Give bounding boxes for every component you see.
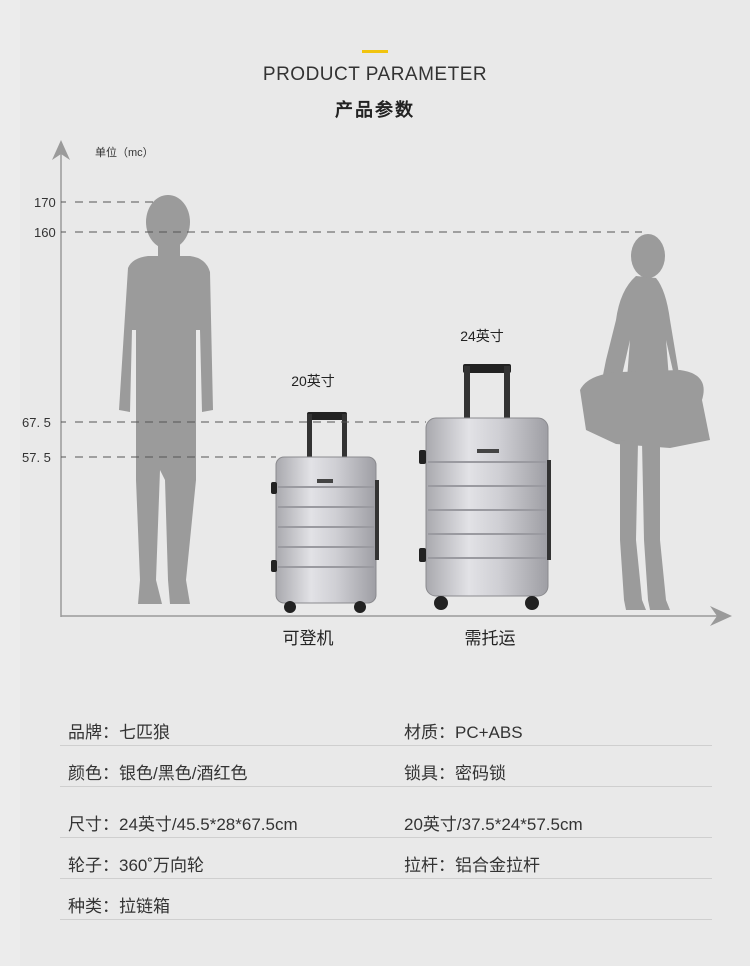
tick-label-160: 160 — [34, 225, 56, 240]
x-axis-arrow-icon — [710, 606, 732, 626]
spec-color: 颜色：银色/黑色/酒红色 — [68, 764, 248, 783]
title-chinese: 产品参数 — [335, 100, 415, 120]
suitcase-size-label: 20英寸 — [291, 373, 335, 389]
tick-label-67-5: 67. 5 — [22, 415, 51, 430]
height-tick-labels: 170 160 67. 5 57. 5 — [22, 195, 56, 465]
suitcase-category-label: 可登机 — [283, 629, 334, 648]
spec-handle: 拉杆：铝合金拉杆 — [404, 856, 540, 875]
spec-row: 颜色：银色/黑色/酒红色 锁具：密码锁 — [60, 746, 712, 787]
y-axis-arrow-icon — [52, 140, 70, 160]
spec-row: 种类：拉链箱 — [60, 879, 712, 920]
spec-material: 材质：PC+ABS — [404, 723, 523, 742]
spec-size-24: 尺寸：24英寸/45.5*28*67.5cm — [68, 815, 298, 834]
spec-lock: 锁具：密码锁 — [404, 764, 506, 783]
tick-label-170: 170 — [34, 195, 56, 210]
spec-row: 品牌：七匹狼 材质：PC+ABS — [60, 705, 712, 746]
title-accent-bar — [362, 50, 388, 53]
x-axis — [61, 606, 732, 626]
tick-label-57-5: 57. 5 — [22, 450, 51, 465]
size-comparison-diagram: 单位（mc） — [22, 140, 732, 648]
spec-row: 尺寸：24英寸/45.5*28*67.5cm 20英寸/37.5*24*57.5… — [60, 797, 712, 838]
spec-row: 轮子：360˚万向轮 拉杆：铝合金拉杆 — [60, 838, 712, 879]
suitcase-category-label: 需托运 — [465, 629, 516, 648]
spec-brand: 品牌：七匹狼 — [68, 723, 170, 742]
y-axis — [52, 140, 70, 617]
female-silhouette — [580, 234, 710, 610]
male-silhouette — [119, 195, 213, 604]
suitcase-20-inch — [271, 412, 379, 613]
suitcase-24-inch — [419, 364, 551, 610]
spec-size-20: 20英寸/37.5*24*57.5cm — [404, 815, 583, 834]
spec-wheels: 轮子：360˚万向轮 — [68, 856, 205, 875]
suitcase-size-label: 24英寸 — [460, 328, 504, 344]
spec-table: 品牌：七匹狼 材质：PC+ABS 颜色：银色/黑色/酒红色 锁具：密码锁 尺寸：… — [60, 705, 712, 920]
height-reference-lines — [61, 201, 642, 458]
unit-label: 单位（mc） — [95, 145, 154, 159]
title-english: PRODUCT PARAMETER — [262, 64, 488, 85]
product-parameter-page: PRODUCT PARAMETER 产品参数 单位（mc） — [20, 0, 750, 966]
spec-type: 种类：拉链箱 — [68, 897, 170, 916]
